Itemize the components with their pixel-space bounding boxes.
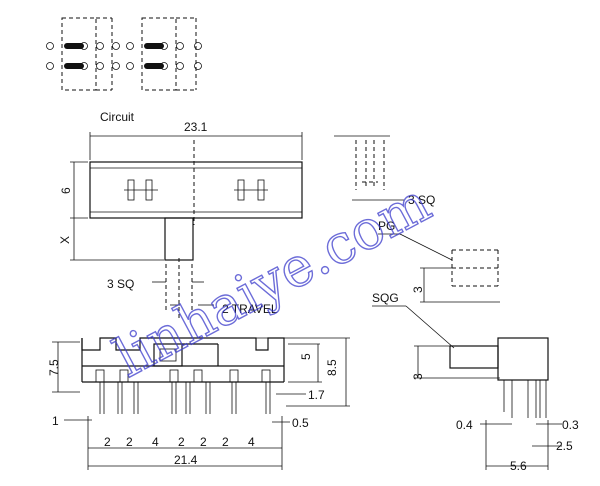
dim-left-height: 7.5	[47, 359, 61, 376]
dim-pin-span: 21.4	[174, 453, 198, 467]
dim-total-height: 8.5	[325, 359, 339, 376]
label-pg: PG	[378, 219, 395, 233]
dim-pin-thickness: 0.5	[292, 416, 309, 430]
dim-actuator-sq-side: 3 SQ	[408, 193, 435, 207]
pitch-label: 2	[200, 435, 207, 449]
dim-pin-width: 1	[52, 414, 59, 428]
pitch-label: 4	[248, 435, 255, 449]
circuit-label: Circuit	[100, 110, 135, 124]
pitch-label: 4	[152, 435, 159, 449]
pitch-label: 2	[104, 435, 111, 449]
circuit-symbol	[46, 17, 202, 91]
pins	[95, 369, 271, 414]
pitch-label: 2	[178, 435, 185, 449]
dim-body-height: 6	[59, 187, 73, 194]
bottom-view	[52, 337, 350, 470]
dim-side-pitch: 2.5	[556, 439, 573, 453]
dim-actuator-x: X	[58, 236, 72, 244]
sqg-side-view: SQG	[372, 291, 562, 470]
dim-side-pin-width: 0.4	[456, 418, 473, 432]
front-view	[70, 132, 303, 320]
pitch-labels: 2 2 4 2 2 2 4	[104, 435, 255, 449]
dim-side-width: 5.6	[510, 459, 527, 473]
pitch-label: 2	[222, 435, 229, 449]
dim-travel: 2 TRAVEL	[222, 302, 278, 316]
dim-overall-length: 23.1	[184, 120, 208, 134]
dim-pin-height: 5	[299, 353, 313, 360]
label-sqg: SQG	[372, 291, 399, 305]
dim-sqg-height: 3	[411, 373, 425, 380]
dim-actuator-sq-front: 3 SQ	[107, 277, 134, 291]
dim-pg-height: 3	[411, 286, 425, 293]
pitch-label: 2	[126, 435, 133, 449]
dim-side-offset: 1.7	[308, 388, 325, 402]
dim-side-pin-thick: 0.3	[562, 418, 579, 432]
actuator-top-view	[334, 135, 404, 201]
pg-view: PG	[378, 219, 500, 303]
watermark: linhaiye.com	[105, 171, 441, 390]
